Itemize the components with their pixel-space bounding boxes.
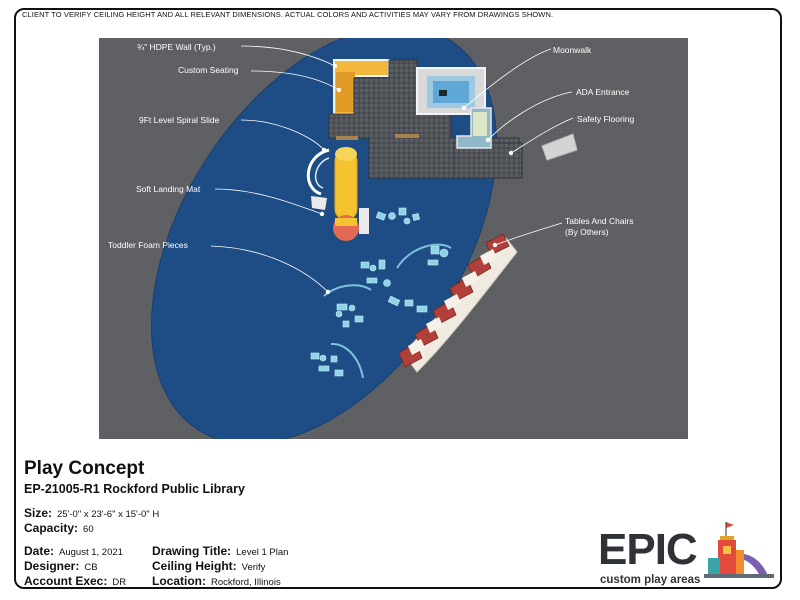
epic-logo: EPIC custom play areas xyxy=(598,520,780,590)
date-label: Date: xyxy=(24,544,55,558)
date-value: August 1, 2021 xyxy=(59,547,123,558)
toddler-foam-pieces xyxy=(310,207,449,377)
callout-soft-landing-mat: Soft Landing Mat xyxy=(136,184,201,194)
ceiling-height-label: Ceiling Height: xyxy=(152,559,237,573)
callout-leaders xyxy=(210,45,574,293)
callout-tables-chairs-note: (By Others) xyxy=(565,227,609,237)
callout-ada-entrance: ADA Entrance xyxy=(576,87,630,97)
location-value: Rockford, Illinois xyxy=(211,577,281,588)
designer-label: Designer: xyxy=(24,559,80,573)
account-exec-label: Account Exec: xyxy=(24,574,108,588)
sheet-title: Play Concept xyxy=(24,458,145,479)
safety-flooring-block xyxy=(541,133,578,161)
deck-extension xyxy=(453,142,523,179)
callout-hdpe-wall: ¾" HDPE Wall (Typ.) xyxy=(137,42,216,52)
ceiling-height-value: Verify xyxy=(241,562,266,573)
callout-spiral-slide: 9Ft Level Spiral Slide xyxy=(139,115,220,125)
capacity-field: Capacity: 60 xyxy=(24,521,94,535)
date-field: Date: August 1, 2021 xyxy=(24,544,123,558)
castle-icon xyxy=(704,522,774,578)
callout-dots xyxy=(319,63,514,295)
size-field: Size: 25'-0" x 23'-6" x 15'-0" H xyxy=(24,506,159,520)
capacity-value: 60 xyxy=(83,524,94,535)
size-value: 25'-0" x 23'-6" x 15'-0" H xyxy=(57,509,160,520)
account-exec-field: Account Exec: DR xyxy=(24,574,126,588)
designer-value: CB xyxy=(84,562,98,573)
drawing-title-field: Drawing Title: Level 1 Plan xyxy=(152,544,288,558)
sheet-border xyxy=(14,8,782,589)
location-field: Location: Rockford, Illinois xyxy=(152,574,281,588)
account-exec-value: DR xyxy=(112,577,127,588)
callout-toddler-foam: Toddler Foam Pieces xyxy=(108,240,188,250)
drawing-title-value: Level 1 Plan xyxy=(236,547,289,558)
tables-and-chairs xyxy=(398,233,518,373)
capacity-label: Capacity: xyxy=(24,521,79,535)
location-label: Location: xyxy=(152,574,206,588)
logo-tagline: custom play areas xyxy=(600,574,700,586)
play-area-render: ¾" HDPE Wall (Typ.) Custom Seating 9Ft L… xyxy=(99,38,688,439)
ceiling-height-field: Ceiling Height: Verify xyxy=(152,559,265,573)
logo-wordmark: EPIC xyxy=(598,525,697,574)
disclaimer-note: CLIENT TO VERIFY CEILING HEIGHT AND ALL … xyxy=(22,10,554,19)
callout-safety-flooring: Safety Flooring xyxy=(577,114,634,124)
project-name: EP-21005-R1 Rockford Public Library xyxy=(24,482,245,496)
designer-field: Designer: CB xyxy=(24,559,98,573)
callout-tables-chairs: Tables And Chairs xyxy=(565,216,634,226)
size-label: Size: xyxy=(24,506,53,520)
drawing-title-label: Drawing Title: xyxy=(152,544,232,558)
callout-custom-seating: Custom Seating xyxy=(178,65,239,75)
callout-moonwalk: Moonwalk xyxy=(553,45,592,55)
